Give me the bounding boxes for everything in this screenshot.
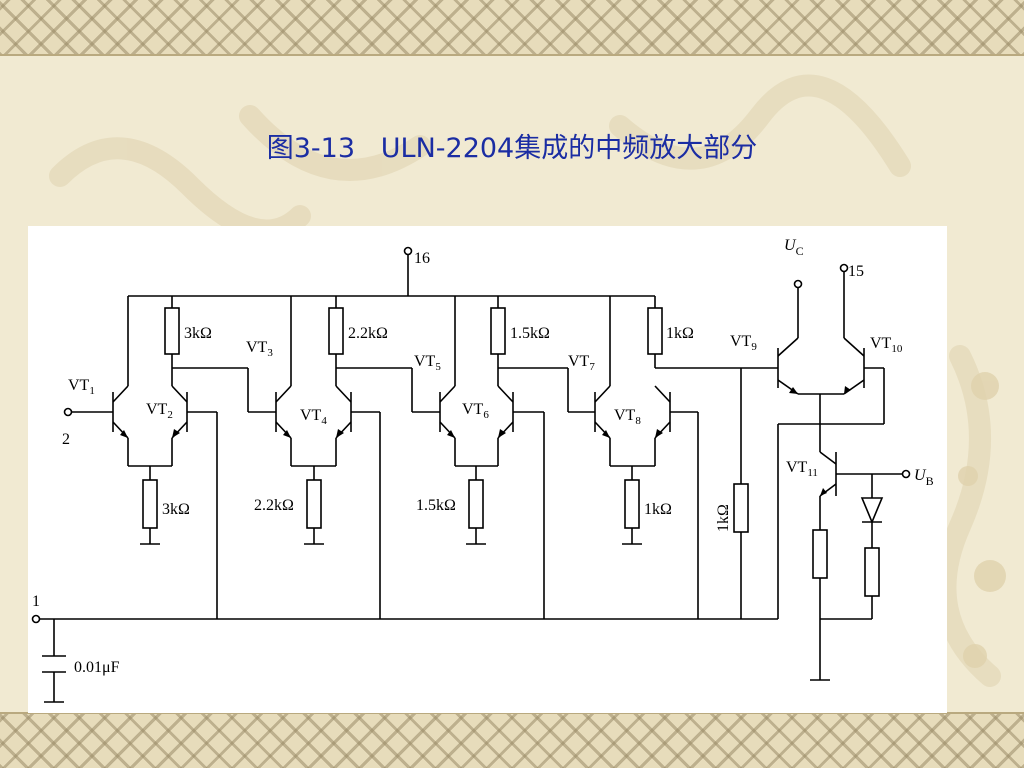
uc-label: UC <box>784 237 804 258</box>
ub-label: UB <box>914 467 934 488</box>
pin-15-label: 15 <box>848 263 864 280</box>
circuit-diagram: 16 15 2 1 VT1 VT2 VT3 VT4 VT5 VT6 VT7 VT… <box>28 226 947 713</box>
pin-2-label: 2 <box>62 431 70 448</box>
decorative-border-top <box>0 0 1024 56</box>
emitter-arrows <box>120 386 851 496</box>
vt2-label: VT2 <box>146 401 173 421</box>
capacitor-label: 0.01μF <box>74 659 120 676</box>
resistor-label-r3-bottom: 1.5kΩ <box>416 497 456 514</box>
resistor-label-r3-top: 1.5kΩ <box>510 325 550 342</box>
decorative-border-bottom <box>0 712 1024 768</box>
resistor-label-r2-top: 2.2kΩ <box>348 325 388 342</box>
vt8-label: VT8 <box>614 407 641 427</box>
border-line-top <box>0 54 1024 56</box>
slide-title: 图3-13 ULN-2204集成的中频放大部分 <box>266 133 758 164</box>
pin-1-label: 1 <box>32 593 40 610</box>
vt6-label: VT6 <box>462 401 489 421</box>
resistor-label-r4-bottom: 1kΩ <box>644 501 672 518</box>
vt11-label: VT11 <box>786 459 818 479</box>
border-line-bottom <box>0 712 1024 714</box>
vt9-label: VT9 <box>730 333 757 353</box>
vt10-label: VT10 <box>870 335 903 355</box>
vt1-label: VT1 <box>68 377 95 397</box>
resistor-label-bias: 1kΩ <box>715 504 732 532</box>
resistor-label-r1-top: 3kΩ <box>184 325 212 342</box>
circuit-wires <box>31 246 911 703</box>
resistor-label-r4-top: 1kΩ <box>666 325 694 342</box>
diode <box>860 497 884 525</box>
resistor-label-r2-bottom: 2.2kΩ <box>254 497 294 514</box>
circuit-schematic: 16 15 2 1 VT1 VT2 VT3 VT4 VT5 VT6 VT7 VT… <box>31 237 934 703</box>
resistor-label-r1-bottom: 3kΩ <box>162 501 190 518</box>
vt4-label: VT4 <box>300 407 327 427</box>
vt5-label: VT5 <box>414 353 441 373</box>
vt3-label: VT3 <box>246 339 273 359</box>
vt7-label: VT7 <box>568 353 595 373</box>
pin-16-label: 16 <box>414 250 430 267</box>
